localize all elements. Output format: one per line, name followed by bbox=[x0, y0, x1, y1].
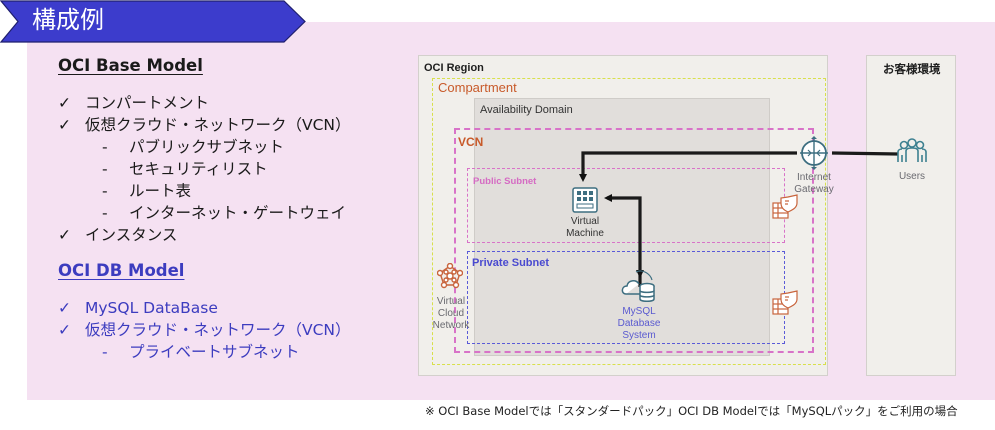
oci-region-label: OCI Region bbox=[424, 62, 484, 74]
list-item-text: MySQL DataBase bbox=[85, 299, 218, 317]
mysql-database-icon bbox=[621, 270, 655, 302]
list-item-text: ルート表 bbox=[129, 182, 192, 200]
checkmark-icon: ✓ bbox=[58, 299, 71, 317]
checkmark-icon: ✓ bbox=[58, 321, 71, 339]
mysql-label: MySQL Database System bbox=[606, 306, 672, 342]
dash-bullet: - bbox=[102, 204, 108, 222]
mysql-label-line: Database bbox=[617, 318, 661, 329]
dash-bullet: - bbox=[102, 343, 108, 361]
vcn-label-line: Virtual bbox=[436, 296, 466, 307]
mysql-label-line: MySQL bbox=[622, 306, 656, 317]
internet-gateway-icon bbox=[800, 136, 828, 170]
checkmark-icon: ✓ bbox=[58, 94, 71, 112]
list-item-text: インスタンス bbox=[85, 226, 178, 244]
private-subnet-label: Private Subnet bbox=[472, 257, 550, 269]
vcn-label: VCN bbox=[458, 135, 484, 149]
checkmark-icon: ✓ bbox=[58, 226, 71, 244]
db-model-list: ✓ MySQL DataBase ✓ 仮想クラウド・ネットワーク（VCN） - プライベー… bbox=[58, 297, 351, 363]
mysql-label-line: System bbox=[622, 330, 656, 341]
vm-label: Virtual Machine bbox=[558, 216, 612, 240]
db-model-title: OCI DB Model bbox=[58, 261, 185, 280]
list-item: - インターネット・ゲートウェイ bbox=[58, 202, 351, 224]
vm-label-line: Machine bbox=[566, 228, 604, 239]
banner-title: 構成例 bbox=[32, 6, 104, 34]
igw-to-users-connector bbox=[831, 151, 899, 156]
list-item-text: 仮想クラウド・ネットワーク（VCN） bbox=[85, 321, 351, 339]
vcn-network-label: Virtual Cloud Network bbox=[428, 296, 474, 332]
list-item-text: プライベートサブネット bbox=[129, 343, 300, 361]
dash-bullet: - bbox=[102, 182, 108, 200]
availability-domain-box bbox=[474, 98, 770, 356]
list-item: ✓ コンパートメント bbox=[58, 92, 351, 114]
checkmark-icon: ✓ bbox=[58, 116, 71, 134]
list-item: - ルート表 bbox=[58, 180, 351, 202]
list-item: - セキュリティリスト bbox=[58, 158, 351, 180]
internet-gateway-label: Internet Gateway bbox=[786, 172, 842, 196]
title-banner: 構成例 bbox=[0, 0, 308, 43]
compartment-box bbox=[432, 78, 826, 365]
igw-label-line: Gateway bbox=[794, 184, 834, 195]
security-list-icon bbox=[772, 194, 798, 219]
vm-mysql-connector bbox=[604, 194, 642, 287]
customer-environment-label: お客様環境 bbox=[883, 64, 941, 76]
igw-to-vm-connector bbox=[579, 151, 797, 182]
customer-environment-box bbox=[866, 55, 956, 376]
vcn-box bbox=[454, 128, 814, 353]
list-item: - パブリックサブネット bbox=[58, 136, 351, 158]
dash-bullet: - bbox=[102, 138, 108, 156]
list-item-text: 仮想クラウド・ネットワーク（VCN） bbox=[85, 116, 351, 134]
compartment-label: Compartment bbox=[438, 80, 517, 95]
list-item: ✓ 仮想クラウド・ネットワーク（VCN） bbox=[58, 319, 351, 341]
availability-domain-label: Availability Domain bbox=[480, 104, 573, 116]
igw-label-line: Internet bbox=[797, 172, 831, 183]
list-item-text: インターネット・ゲートウェイ bbox=[129, 204, 347, 222]
base-model-title: OCI Base Model bbox=[58, 56, 203, 75]
virtual-machine-icon bbox=[572, 187, 598, 213]
list-item-text: パブリックサブネット bbox=[129, 138, 285, 156]
users-label: Users bbox=[898, 171, 926, 182]
users-icon bbox=[897, 138, 927, 162]
list-item-text: コンパートメント bbox=[85, 94, 210, 112]
list-item-text: セキュリティリスト bbox=[129, 160, 268, 178]
public-subnet-label: Public Subnet bbox=[473, 176, 537, 187]
list-item: ✓ MySQL DataBase bbox=[58, 297, 351, 319]
base-model-list: ✓コンパートメント✓仮想クラウド・ネットワーク（VCN）-パブリックサブネット-… bbox=[58, 92, 351, 246]
list-item: ✓ 仮想クラウド・ネットワーク（VCN） bbox=[58, 114, 351, 136]
list-item: ✓ インスタンス bbox=[58, 224, 351, 246]
dash-bullet: - bbox=[102, 160, 108, 178]
vcn-label-line: Cloud bbox=[437, 308, 465, 319]
security-list-icon bbox=[772, 290, 798, 315]
vcn-network-icon bbox=[437, 263, 463, 289]
list-item: - プライベートサブネット bbox=[58, 341, 351, 363]
vm-label-line: Virtual bbox=[570, 216, 600, 227]
vcn-label-line: Network bbox=[432, 320, 470, 331]
banner-arrow-shape bbox=[0, 0, 306, 43]
footnote: ※ OCI Base Modelでは「スタンダードパック」OCI DB Mode… bbox=[425, 404, 958, 418]
